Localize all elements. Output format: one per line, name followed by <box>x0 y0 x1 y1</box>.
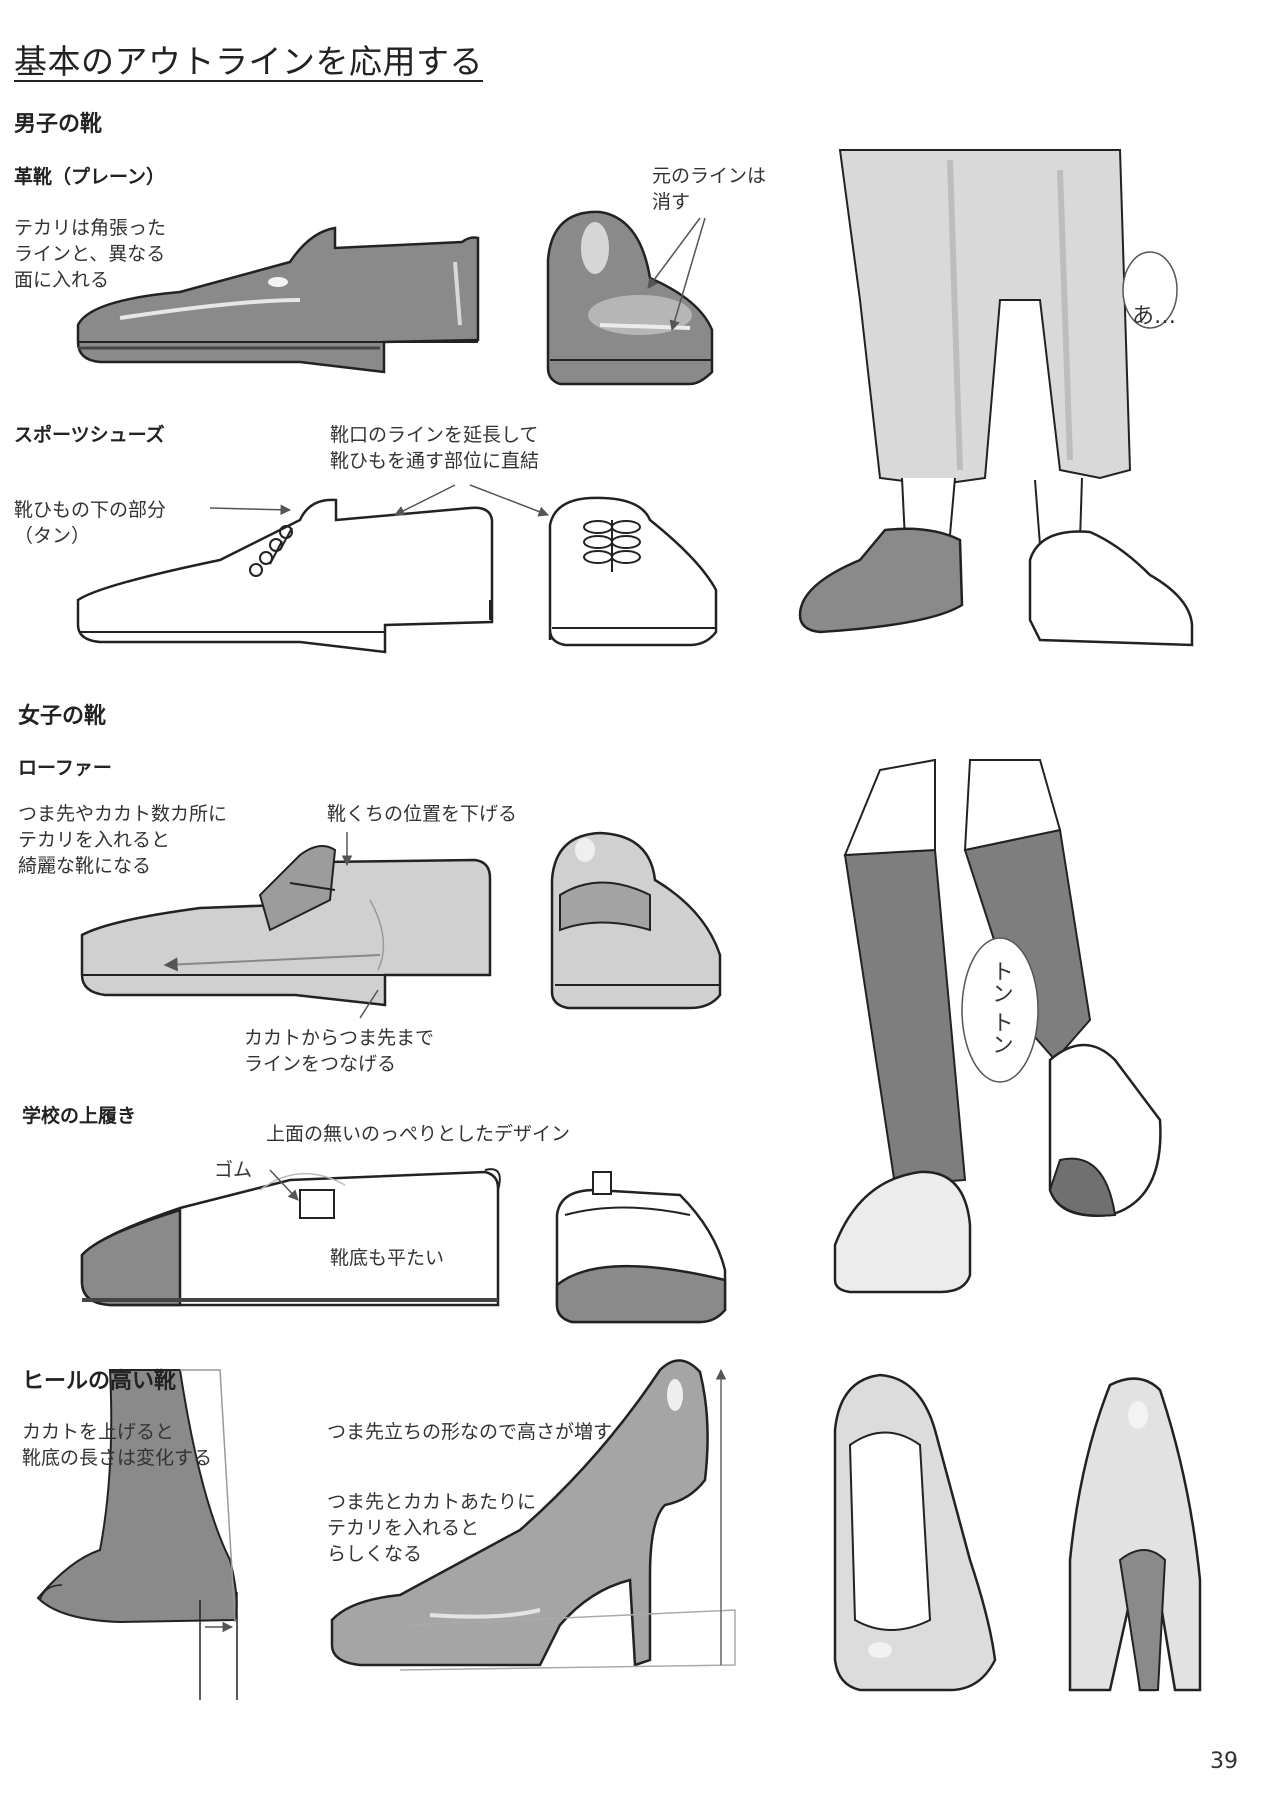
arrow-line-1 <box>647 217 701 289</box>
arrow-line-4 <box>394 484 456 516</box>
boy-legs-illustration <box>798 149 1194 647</box>
leather-line-note: 元のラインは 消す <box>652 165 767 213</box>
uwabaki-sole-note: 靴底も平たい <box>330 1247 445 1269</box>
high-heel-back-illustration <box>1068 1377 1202 1692</box>
arrow-line-7 <box>269 1169 299 1201</box>
sports-shoe-side-illustration <box>76 498 494 654</box>
mens-heading: 男子の靴 <box>14 112 103 137</box>
heel-height-note: つま先立ちの形なので高さが増す <box>327 1421 613 1443</box>
sports-extend-note: 靴口のラインを延長して 靴ひもを通す部位に直結 <box>330 424 540 472</box>
arrow-line-2 <box>669 217 706 332</box>
uwabaki-side-illustration <box>80 1168 501 1307</box>
uwabaki-front-illustration <box>555 1171 727 1324</box>
sports-tongue-note: 靴ひもの下の部分 （タン） <box>14 499 167 547</box>
page-title: 基本のアウトラインを応用する <box>14 42 483 81</box>
leather-shine-note: テカリは角張った ラインと、異なる 面に入れる <box>14 217 167 291</box>
womens-heading: 女子の靴 <box>18 704 107 729</box>
girl-speech-text: トン トン <box>987 960 1013 1055</box>
loafer-connect-note: カカトからつま先まで ラインをつなげる <box>244 1027 435 1075</box>
sports-shoe-front-illustration <box>548 496 718 647</box>
page-number: 39 <box>1210 1749 1238 1775</box>
arrow-line-5 <box>469 484 549 517</box>
high-heel-front-illustration <box>833 1373 997 1692</box>
loafer-lower-note: 靴くちの位置を下げる <box>327 803 518 825</box>
uwabaki-flat-top-note: 上面の無いのっぺりとしたデザイン <box>266 1123 571 1145</box>
girl-legs-illustration <box>833 758 1162 1294</box>
uwabaki-label: 学校の上履き <box>22 1105 137 1127</box>
uwabaki-rubber-note: ゴム <box>214 1159 253 1181</box>
foot-reference-illustration <box>36 1369 238 1700</box>
high-heel-side-illustration <box>330 1359 736 1671</box>
leather-shoe-front-illustration <box>546 210 714 386</box>
leader-line-1 <box>359 989 379 1019</box>
loafer-side-illustration <box>80 845 492 1007</box>
loafer-label: ローファー <box>18 757 112 779</box>
heels-heading: ヒールの高い靴 <box>22 1369 177 1394</box>
leather-shoe-label: 革靴（プレーン） <box>14 166 166 188</box>
leather-shoe-side-illustration <box>76 226 480 374</box>
heel-length-note: カカトを上げると 靴底の長さは変化する <box>22 1421 213 1469</box>
loafer-front-illustration <box>550 831 722 1010</box>
heel-shine-note: つま先とカカトあたりに テカリを入れると らしくなる <box>327 1491 537 1565</box>
arrow-line-3 <box>209 504 292 516</box>
loafer-shine-note: つま先やカカト数カ所に テカリを入れると 綺麗な靴になる <box>18 803 228 877</box>
boy-speech-text: あ… <box>1132 304 1177 329</box>
sports-shoe-label: スポーツシューズ <box>14 424 165 446</box>
